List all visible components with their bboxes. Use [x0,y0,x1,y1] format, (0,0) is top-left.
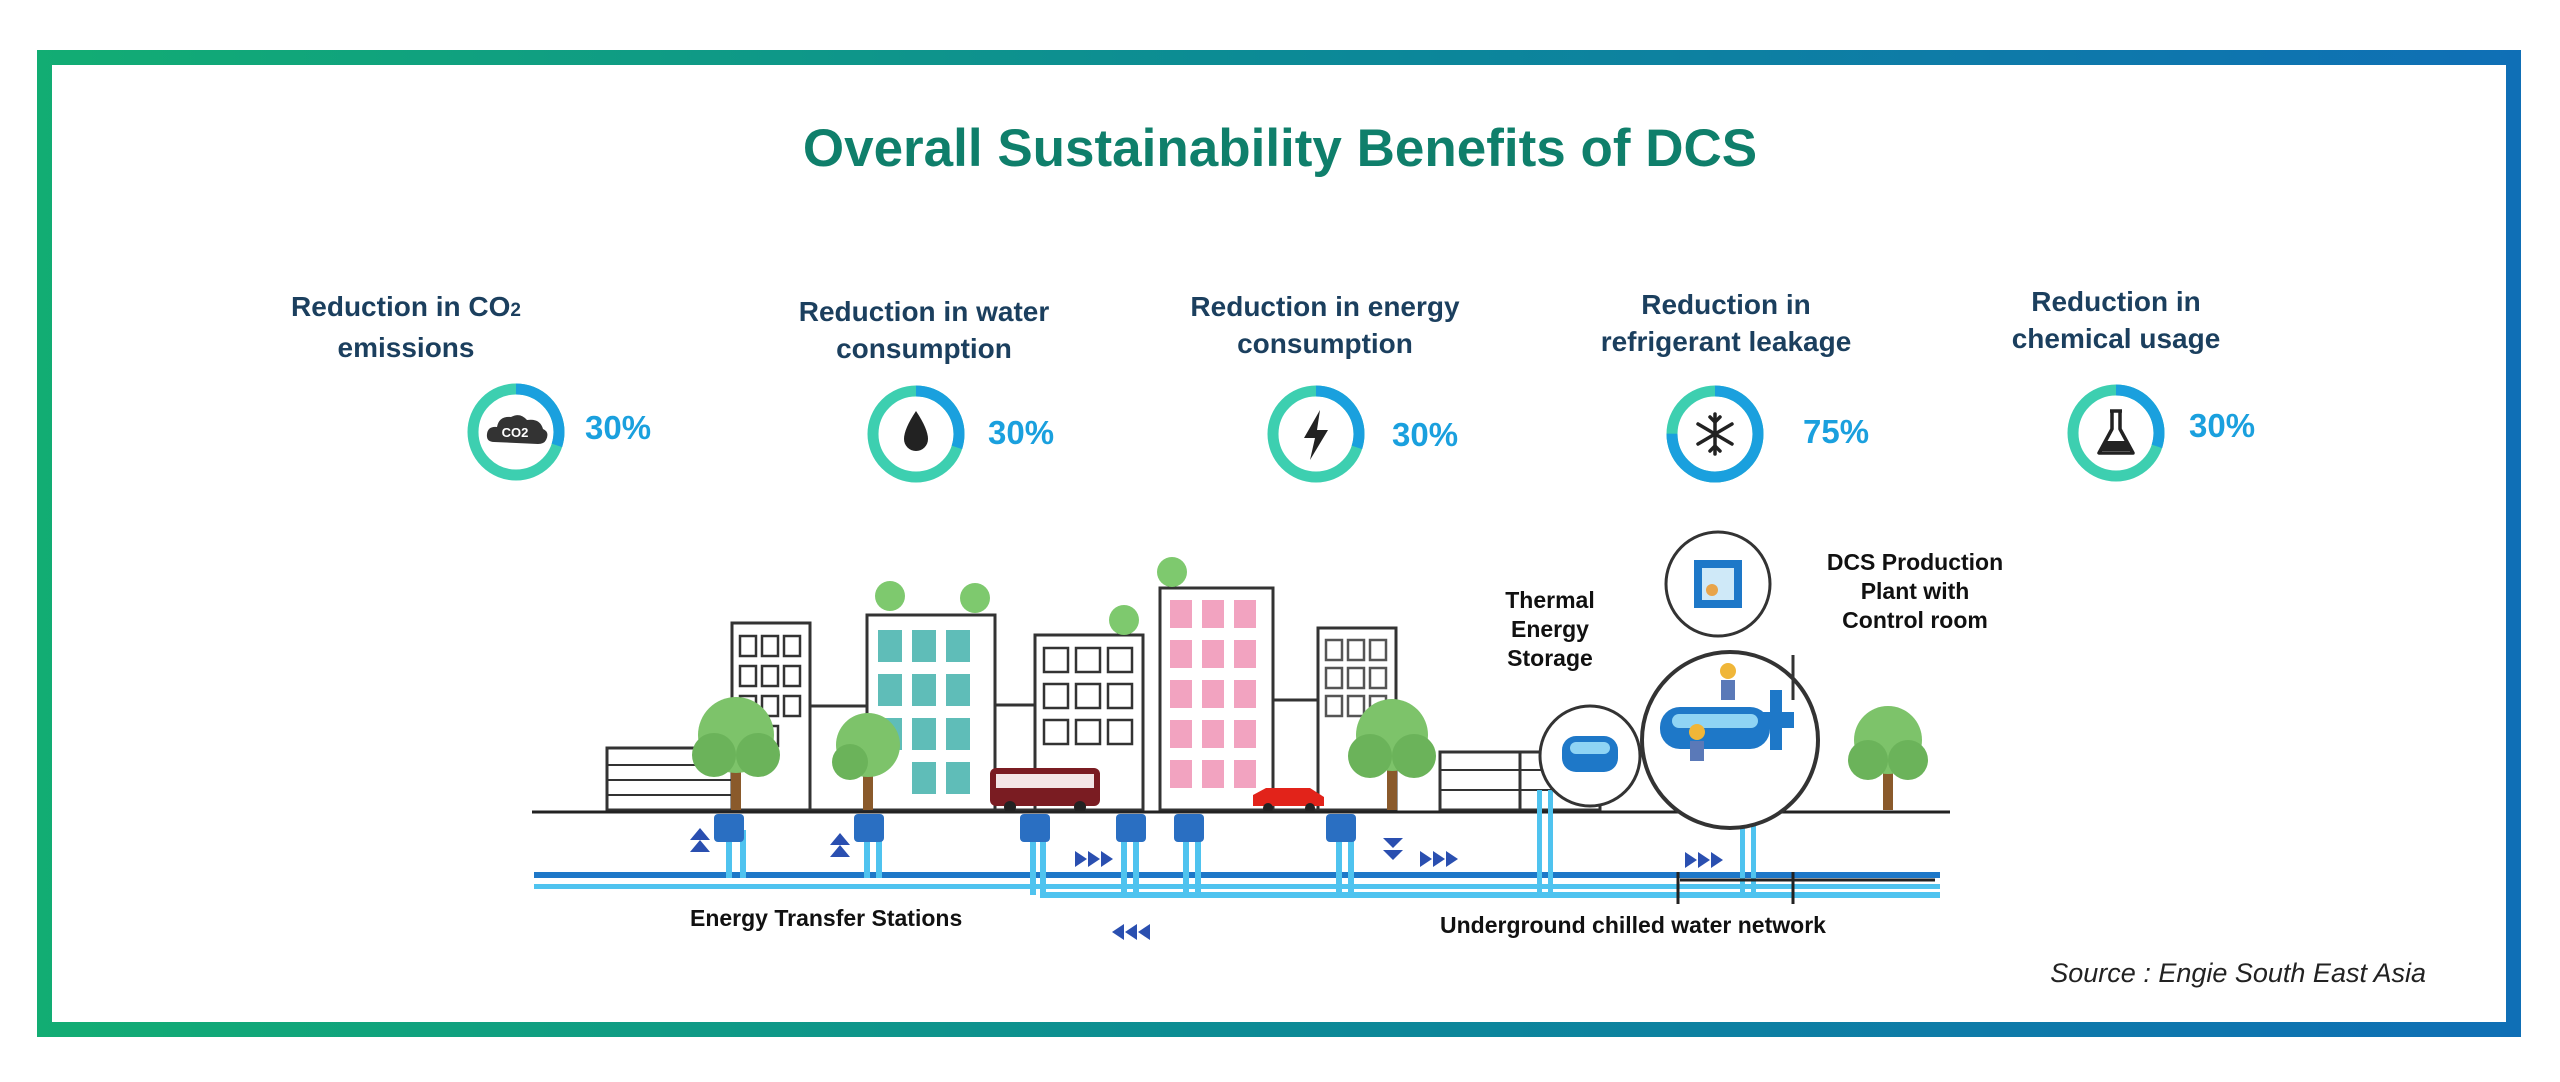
network-label: Underground chilled water network [1440,912,1826,938]
lightning-icon [1304,410,1328,460]
ets-label: Energy Transfer Stations [690,905,963,931]
donut-arc [467,383,565,481]
network-line [1676,872,1935,904]
stat-value: 30% [988,414,1055,451]
tree [832,713,900,810]
stat-value: 30% [2189,407,2256,444]
flow-arrows [690,828,1723,940]
building [865,613,997,812]
flask-icon [2097,409,2135,455]
donut-arc [867,385,965,483]
snowflake-icon [1696,412,1734,456]
stat-value: 30% [1392,416,1459,453]
donut-ring [1267,385,1365,483]
donut-ring [1666,385,1764,483]
rooftop-trees [875,557,1187,635]
gradient-frame [37,50,2521,1037]
page-title: Overall Sustainability Benefits of DCS [802,119,1758,178]
donut-arc [2067,384,2165,482]
tree [1848,706,1928,810]
stat-value: 75% [1803,413,1870,450]
donut-arc [1666,385,1764,483]
bus [990,768,1100,813]
donut-ring [867,385,965,483]
thermal-storage-icon [1538,704,1642,808]
chilled-water-pipes [534,790,1940,898]
donut-arc [1267,385,1365,483]
co2-icon-text: CO2 [502,425,529,440]
donut-ring [2067,384,2165,482]
ets-units [714,814,1356,842]
co2-cloud-icon: CO2 [486,415,548,444]
dcs-plant-icon [1640,530,1820,830]
source-note: Source : Engie South East Asia [2050,958,2426,988]
stat-value: 30% [585,409,652,446]
donut-ring: CO2 [467,383,565,481]
building [1158,586,1275,812]
tree [692,697,780,810]
water-drop-icon [904,411,928,451]
tree [1348,699,1436,810]
